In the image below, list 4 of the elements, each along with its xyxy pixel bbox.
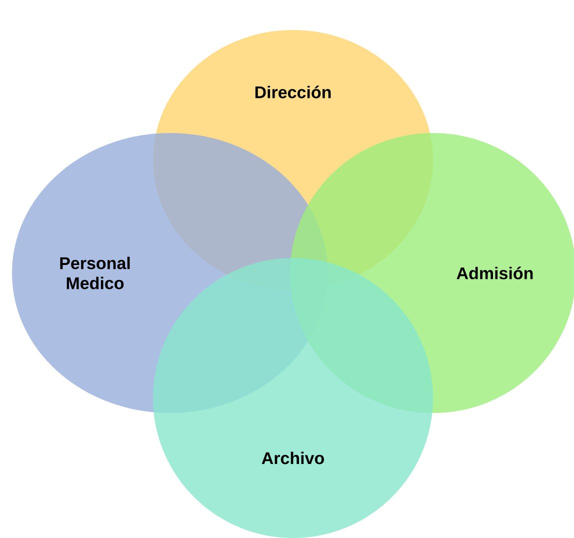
venn-label: Dirección <box>255 86 331 98</box>
venn-label: Personal Medico <box>60 256 130 290</box>
venn-label: Admisión <box>456 266 533 280</box>
venn-label: Archivo <box>262 452 324 464</box>
